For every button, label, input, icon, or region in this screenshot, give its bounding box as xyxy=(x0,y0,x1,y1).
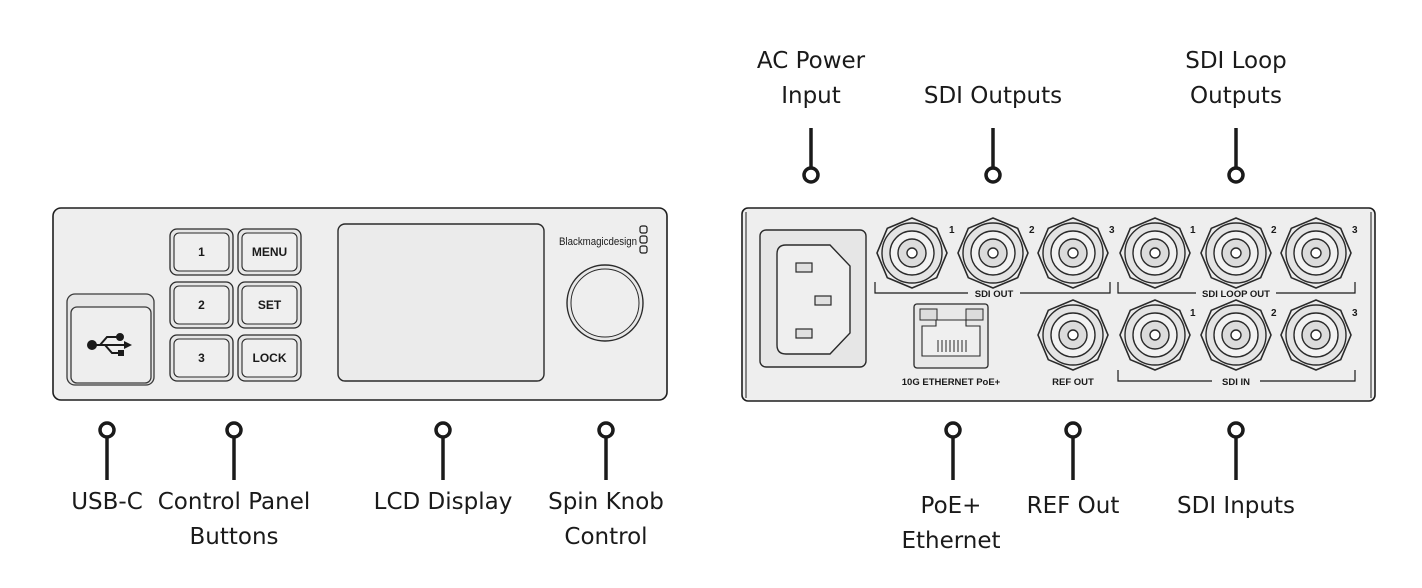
callout-ref-out: REF Out xyxy=(1013,489,1133,524)
usb-c-port[interactable] xyxy=(66,293,155,386)
usb-icon xyxy=(87,333,132,356)
callout-sdi-inputs-line-1: SDI Inputs xyxy=(1177,493,1295,519)
set-button[interactable]: SET xyxy=(237,281,302,329)
callout-sdi-loop-outputs-line-1: SDI Loop xyxy=(1185,48,1287,74)
sdi-out-1-connector[interactable] xyxy=(876,217,948,289)
sdi-loop-out-1-connector[interactable] xyxy=(1119,217,1191,289)
sdi-in-bracket xyxy=(1117,370,1356,382)
callout-lcd-display-line-1: LCD Display xyxy=(373,489,513,515)
button-1-label: 1 xyxy=(198,245,205,259)
menu-button-label: MENU xyxy=(252,245,287,259)
sdi-in-label: SDI IN xyxy=(1222,377,1250,388)
callout-poe-ethernet: PoE+ Ethernet xyxy=(886,489,1016,559)
sdi-out-2-number: 2 xyxy=(1029,225,1035,236)
callout-lcd-display: LCD Display xyxy=(363,485,523,520)
sdi-in-1-number: 1 xyxy=(1190,308,1196,319)
sdi-in-2-number: 2 xyxy=(1271,308,1277,319)
callout-usb-c: USB-C xyxy=(57,485,157,520)
callout-sdi-loop-outputs-line-2: Outputs xyxy=(1190,83,1282,109)
callout-ac-power-input: AC Power Input xyxy=(741,44,881,114)
ac-power-inlet[interactable] xyxy=(759,229,867,368)
ref-out-connector[interactable] xyxy=(1037,299,1109,371)
sdi-in-2-connector[interactable] xyxy=(1200,299,1272,371)
callout-poe-ethernet-line-1: PoE+ xyxy=(920,493,982,519)
button-1[interactable]: 1 xyxy=(169,228,234,276)
callout-sdi-loop-outputs: SDI Loop Outputs xyxy=(1166,44,1306,114)
sdi-in-3-number: 3 xyxy=(1352,308,1358,319)
callout-ac-power-input-line-1: AC Power xyxy=(756,48,866,74)
sdi-loop-3-number: 3 xyxy=(1352,225,1358,236)
callout-control-panel-buttons-line-1: Control Panel xyxy=(157,489,311,515)
sdi-out-label: SDI OUT xyxy=(975,289,1014,300)
callout-sdi-inputs: SDI Inputs xyxy=(1161,489,1311,524)
brand-logo-text: Blackmagicdesign xyxy=(559,236,637,248)
sdi-loop-1-number: 1 xyxy=(1190,225,1196,236)
button-3[interactable]: 3 xyxy=(169,334,234,382)
callout-control-panel-buttons-line-2: Buttons xyxy=(189,524,279,550)
sdi-out-1-number: 1 xyxy=(949,225,955,236)
sdi-in-3-connector[interactable] xyxy=(1280,299,1352,371)
brand-logo-icon xyxy=(639,225,648,254)
lcd-display xyxy=(337,223,545,382)
ethernet-label: 10G ETHERNET PoE+ xyxy=(902,377,1001,388)
menu-button[interactable]: MENU xyxy=(237,228,302,276)
callout-control-panel-buttons: Control Panel Buttons xyxy=(149,485,319,555)
sdi-out-bracket xyxy=(874,282,1356,294)
sdi-loop-2-number: 2 xyxy=(1271,225,1277,236)
lock-button[interactable]: LOCK xyxy=(237,334,302,382)
sdi-out-2-connector[interactable] xyxy=(957,217,1029,289)
callout-spin-knob-control-line-2: Control xyxy=(564,524,648,550)
sdi-loop-out-2-connector[interactable] xyxy=(1200,217,1272,289)
ethernet-port[interactable] xyxy=(913,303,989,369)
sdi-out-3-number: 3 xyxy=(1109,225,1115,236)
spin-knob[interactable] xyxy=(566,264,644,342)
sdi-loop-out-3-connector[interactable] xyxy=(1280,217,1352,289)
callout-ac-power-input-line-2: Input xyxy=(781,83,841,109)
callout-poe-ethernet-line-2: Ethernet xyxy=(901,528,1001,554)
callout-leaders xyxy=(98,128,1245,480)
callout-usb-c-line-1: USB-C xyxy=(71,489,143,515)
callout-spin-knob-control-line-1: Spin Knob xyxy=(548,489,664,515)
ref-out-label: REF OUT xyxy=(1052,377,1094,388)
callout-spin-knob-control: Spin Knob Control xyxy=(536,485,676,555)
sdi-in-1-connector[interactable] xyxy=(1119,299,1191,371)
callout-ref-out-line-1: REF Out xyxy=(1026,493,1120,519)
button-2-label: 2 xyxy=(198,298,205,312)
button-3-label: 3 xyxy=(198,351,205,365)
callout-sdi-outputs: SDI Outputs xyxy=(913,79,1073,114)
callout-sdi-outputs-line-1: SDI Outputs xyxy=(923,83,1063,109)
set-button-label: SET xyxy=(258,298,282,312)
sdi-out-3-connector[interactable] xyxy=(1037,217,1109,289)
sdi-loop-out-label: SDI LOOP OUT xyxy=(1202,289,1270,300)
lock-button-label: LOCK xyxy=(253,351,287,365)
button-2[interactable]: 2 xyxy=(169,281,234,329)
